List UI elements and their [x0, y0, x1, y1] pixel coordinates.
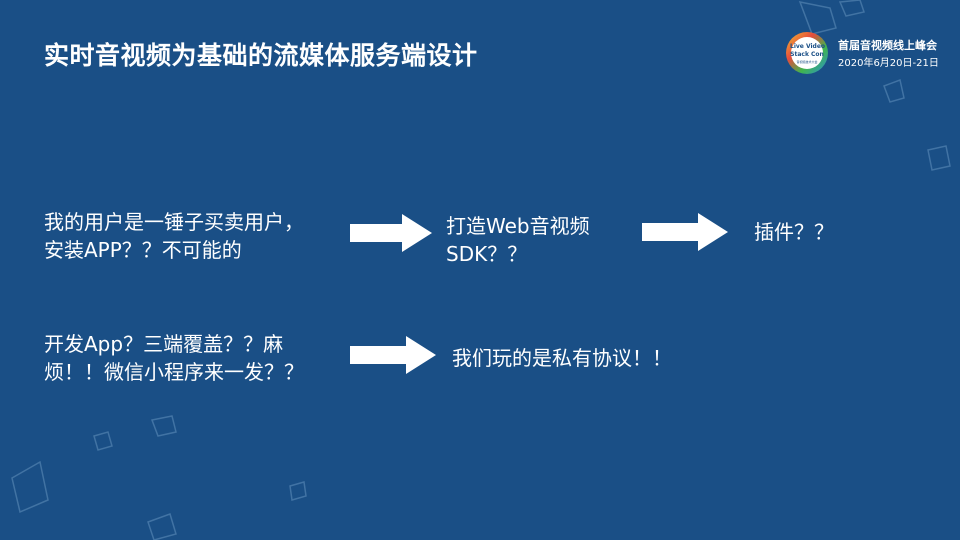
row1-right-text: 插件？？	[754, 220, 834, 244]
row2-left-line1: 开发App？三端覆盖？？麻	[44, 332, 284, 356]
row2-left-text: 开发App？三端覆盖？？麻 烦！！微信小程序来一发？？	[44, 330, 304, 386]
row1-left-line1: 我的用户是一锤子买卖用户，	[44, 210, 304, 234]
row1-left-text: 我的用户是一锤子买卖用户， 安装APP？？不可能的	[44, 208, 304, 264]
row2-left-line2: 烦！！微信小程序来一发？？	[44, 360, 304, 384]
conference-logo-text-2: Stack Con	[790, 51, 824, 58]
row1-middle-line1: 打造Web音视频	[446, 214, 590, 238]
row1-middle-line2: SDK？？	[446, 242, 528, 266]
conference-name: 首届音视频线上峰会	[838, 39, 937, 52]
row1-arrow-2-icon	[642, 213, 728, 251]
row2-arrow-icon	[350, 336, 436, 374]
slide-title: 实时音视频为基础的流媒体服务端设计	[44, 41, 478, 70]
conference-date: 2020年6月20日-21日	[838, 58, 939, 69]
conference-logo-icon	[786, 32, 828, 74]
row2-right-text: 我们玩的是私有协议！！	[452, 346, 672, 370]
row1-middle-text: 打造Web音视频 SDK？？	[446, 212, 590, 268]
conference-logo-text-3: 音视频技术大会	[796, 60, 818, 64]
row1-left-line2: 安装APP？？不可能的	[44, 238, 242, 262]
row1-arrow-1-icon	[350, 214, 432, 252]
conference-logo-text-1: Live Video	[790, 43, 826, 50]
